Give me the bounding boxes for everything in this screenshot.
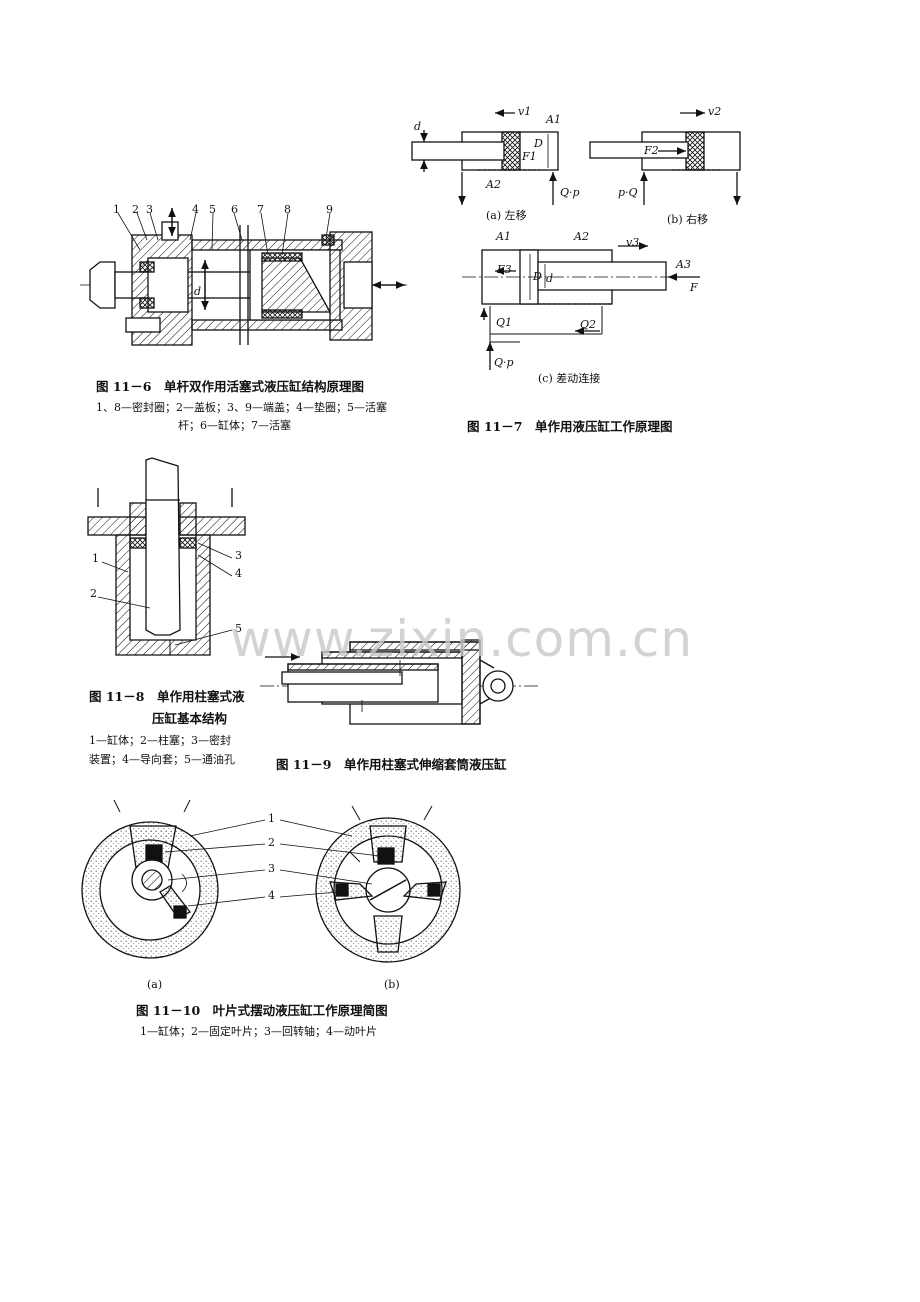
label-F1: F1	[522, 150, 537, 163]
fig-11-10-sub-a: (a)	[147, 978, 163, 991]
label-A2-a: A2	[486, 178, 501, 191]
fig-11-8-legend-line2: 装置；4—导向套；5—通油孔	[89, 753, 235, 766]
callout-8-3: 3	[235, 549, 242, 562]
fig-11-8-caption-line1: 图 11－8 单作用柱塞式液	[89, 689, 245, 704]
callout-8-2: 2	[90, 587, 97, 600]
label-F3: F3	[497, 263, 512, 276]
fig-11-6-legend-line1: 1、8—密封圈；2—盖板；3、9—端盖；4—垫圈；5—活塞	[96, 401, 387, 414]
label-A2-c: A2	[574, 230, 589, 243]
fig-11-8-caption-line2: 压缸基本结构	[152, 711, 228, 726]
label-F: F	[690, 281, 698, 294]
callout-1: 1	[113, 203, 120, 216]
fig-11-10-sub-b: (b)	[384, 978, 400, 991]
fig-11-7-caption: 图 11－7 单作用液压缸工作原理图	[467, 419, 673, 434]
label-pQ: p·Q	[618, 186, 638, 199]
callout-10-4: 4	[268, 889, 275, 902]
callout-8-4: 4	[235, 567, 242, 580]
callout-10-1: 1	[268, 812, 275, 825]
label-A1-a: A1	[546, 113, 561, 126]
fig-11-6-drawing	[80, 208, 410, 346]
label-v3: v3	[626, 236, 640, 249]
fig-11-7-sub-c: (c) 差动连接	[538, 372, 601, 385]
label-A3: A3	[676, 258, 691, 271]
fig-11-10-caption: 图 11－10 叶片式摆动液压缸工作原理简图	[136, 1003, 388, 1018]
watermark: www.zixin.com.cn	[230, 610, 694, 668]
label-F2: F2	[644, 144, 659, 157]
callout-10-3: 3	[268, 862, 275, 875]
label-d-a: d	[414, 120, 422, 133]
fig-11-6-legend-line2: 杆；6—缸体；7—活塞	[178, 419, 291, 432]
label-v2: v2	[708, 105, 722, 118]
label-D-a: D	[534, 137, 543, 150]
fig-11-8-legend-line1: 1—缸体；2—柱塞；3—密封	[89, 734, 231, 747]
fig-11-8-drawing	[87, 457, 246, 656]
callout-9: 9	[326, 203, 333, 216]
callout-10-2: 2	[268, 836, 275, 849]
fig-11-9-drawing	[260, 639, 540, 725]
callout-6: 6	[231, 203, 238, 216]
callout-8-5: 5	[235, 622, 242, 635]
callout-2: 2	[132, 203, 139, 216]
label-Q2: Q2	[580, 318, 597, 331]
label-d-c: d	[546, 272, 554, 285]
callout-5: 5	[209, 203, 216, 216]
label-Qp-a: Q·p	[560, 186, 580, 199]
label-A1-c: A1	[496, 230, 511, 243]
callout-3: 3	[146, 203, 153, 216]
fig-11-7-sub-b: (b) 右移	[667, 213, 709, 226]
callout-8-1: 1	[92, 552, 99, 565]
callout-7: 7	[257, 203, 264, 216]
fig-11-6-caption: 图 11－6 单杆双作用活塞式液压缸结构原理图	[96, 379, 364, 394]
fig-11-10-legend: 1—缸体；2—固定叶片；3—回转轴；4—动叶片	[140, 1025, 377, 1038]
label-Qp-c: Q·p	[494, 356, 514, 369]
dim-d-label: d	[194, 285, 202, 298]
label-D-c: D	[533, 270, 542, 283]
fig-11-7-drawing	[411, 109, 741, 370]
label-v1: v1	[518, 105, 532, 118]
fig-11-9-caption: 图 11－9 单作用柱塞式伸缩套筒液压缸	[276, 757, 507, 772]
callout-8: 8	[284, 203, 291, 216]
label-Q1: Q1	[496, 316, 513, 329]
fig-11-7-sub-a: (a) 左移	[486, 209, 527, 222]
callout-4: 4	[192, 203, 199, 216]
fig-11-10-drawing	[81, 799, 461, 963]
